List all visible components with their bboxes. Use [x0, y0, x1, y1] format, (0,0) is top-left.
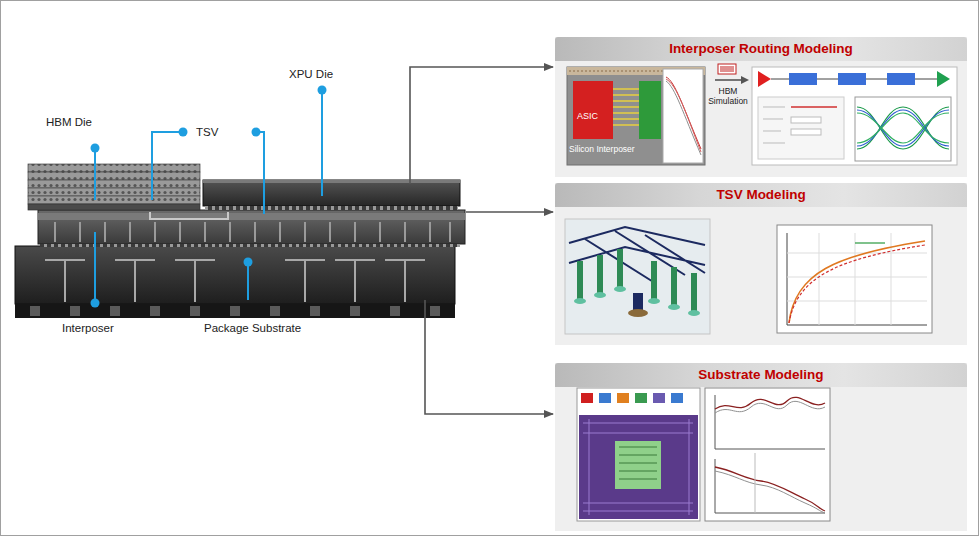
pointer-arrows	[410, 67, 553, 414]
hbm-stack	[28, 164, 200, 210]
part-label: HBM Simulation	[704, 87, 752, 107]
part-label: Silicon Interposer	[569, 145, 635, 155]
part-label: HBM Die	[46, 116, 92, 129]
leader-dots	[91, 86, 327, 308]
package-substrate	[15, 246, 455, 318]
panel-title: Interposer Routing Modeling	[555, 37, 967, 61]
modeling-panel: Interposer Routing Modeling	[555, 37, 967, 177]
part-label: Package Substrate	[204, 322, 301, 335]
part-label: Interposer	[62, 322, 114, 335]
modeling-panel: Substrate Modeling	[555, 363, 967, 531]
tsv-screenshots	[555, 183, 967, 345]
panel-title: TSV Modeling	[555, 183, 967, 207]
panel-title: Substrate Modeling	[555, 363, 967, 387]
interposer	[38, 210, 465, 247]
modeling-panel: TSV Modeling	[555, 183, 967, 345]
part-label: XPU Die	[289, 68, 333, 81]
leader-lines	[95, 90, 322, 303]
xpu-die	[203, 180, 460, 210]
part-label: ASIC	[577, 111, 598, 121]
part-label: TSV	[196, 126, 218, 139]
substrate-screenshots	[555, 363, 967, 531]
